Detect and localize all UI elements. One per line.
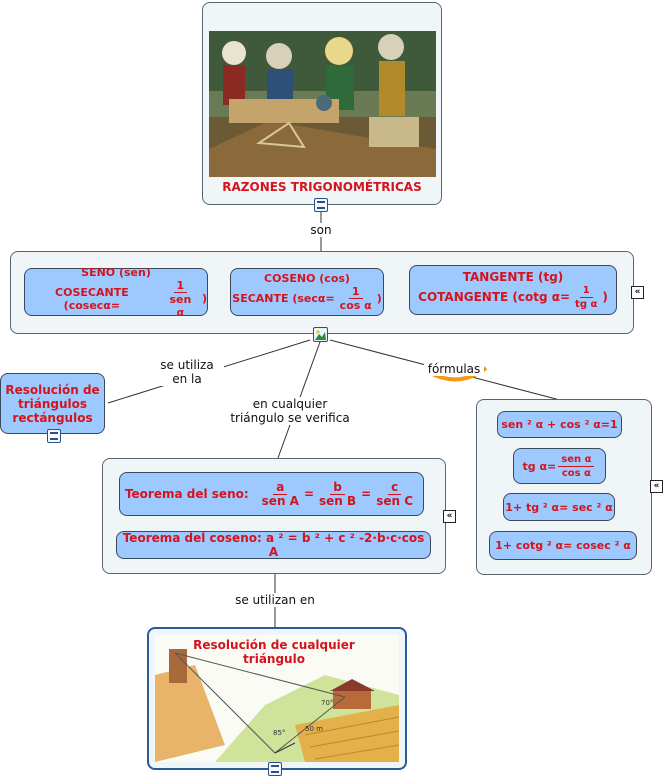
coseno-line1: COSENO (cos)	[264, 272, 350, 285]
landscape-image: 85° 70° 50 m	[155, 635, 399, 762]
fraction-num: b	[330, 480, 345, 495]
close-paren: )	[602, 290, 608, 304]
collapse-icon[interactable]: «	[631, 286, 644, 299]
seno-line1: SENO (sen)	[81, 265, 151, 279]
teorema-coseno-text: Teorema del coseno: a ² = b ² + c ² -2·b…	[122, 531, 425, 559]
close-paren: )	[376, 292, 382, 305]
tangente-line1: TANGENTE (tg)	[462, 269, 564, 284]
formula-3[interactable]: 1+ tg ² α= sec ² α	[503, 493, 615, 521]
formula-1[interactable]: sen ² α + cos ² α=1	[497, 411, 622, 438]
formula-4[interactable]: 1+ cotg ² α= cosec ² α	[489, 531, 637, 560]
resolucion-rectangulos-node[interactable]: Resolución de triángulos rectángulos	[0, 373, 105, 434]
angle-label: 70°	[321, 699, 333, 707]
equals: =	[303, 487, 315, 501]
link-son: son	[305, 223, 337, 237]
cosecante-label: COSECANTE (cosecα=	[55, 285, 129, 312]
fraction-num: c	[388, 480, 402, 495]
cotangente-label: COTANGENTE (cotg α=	[418, 290, 571, 304]
teorema-seno-label: Teorema del seno:	[124, 487, 249, 501]
fraction-den: tg α	[575, 298, 598, 310]
formula-3-text: 1+ tg ² α= sec ² α	[505, 500, 613, 514]
fraction-num: sen α	[558, 453, 595, 467]
fraction-den: cos α	[561, 467, 591, 479]
equals: =	[361, 487, 372, 501]
fraction-num: 1	[348, 285, 363, 299]
document-icon[interactable]	[314, 198, 328, 212]
top-node-title: RAZONES TRIGONOMÉTRICAS	[222, 180, 422, 194]
secante-label: SECANTE (secα=	[232, 292, 335, 305]
document-icon[interactable]	[47, 429, 61, 443]
document-icon[interactable]	[268, 762, 282, 776]
teorema-coseno-node[interactable]: Teorema del coseno: a ² = b ² + c ² -2·b…	[116, 531, 431, 559]
link-se-utilizan-en: se utilizan en	[228, 593, 322, 607]
fraction-num: 1	[579, 284, 593, 298]
link-en-cualquier: en cualquier triángulo se verifica	[222, 397, 358, 425]
fraction-num: 1	[173, 279, 188, 293]
fraction-den: sen A	[261, 493, 299, 508]
fraction-den: sen C	[376, 493, 414, 508]
angle-label: 85°	[273, 729, 285, 737]
distance-label: 50 m	[305, 725, 323, 733]
bottom-node-title: Resolución de cualquier triángulo	[193, 638, 355, 666]
collapse-icon[interactable]: «	[650, 480, 663, 493]
top-node[interactable]: RAZONES TRIGONOMÉTRICAS	[202, 2, 442, 205]
resolucion-rectangulos-text: Resolución de triángulos rectángulos	[5, 382, 100, 425]
link-formulas: fórmulas	[424, 362, 484, 376]
astronomers-image	[209, 31, 436, 177]
fraction-num: a	[273, 480, 288, 495]
fraction-den: sen α	[169, 292, 192, 319]
formula-4-text: 1+ cotg ² α= cosec ² α	[495, 539, 631, 552]
fraction-den: cos α	[339, 299, 372, 312]
collapse-icon[interactable]: «	[443, 510, 456, 523]
link-se-utiliza: se utiliza en la	[150, 358, 224, 386]
image-icon[interactable]	[313, 327, 328, 342]
formula-1-text: sen ² α + cos ² α=1	[501, 418, 618, 431]
bottom-node[interactable]: 85° 70° 50 m Resolución de cualquier tri…	[147, 627, 407, 770]
close-paren: )	[201, 292, 207, 305]
formula-2-prefix: tg α=	[522, 459, 557, 473]
fraction-den: sen B	[319, 493, 357, 508]
